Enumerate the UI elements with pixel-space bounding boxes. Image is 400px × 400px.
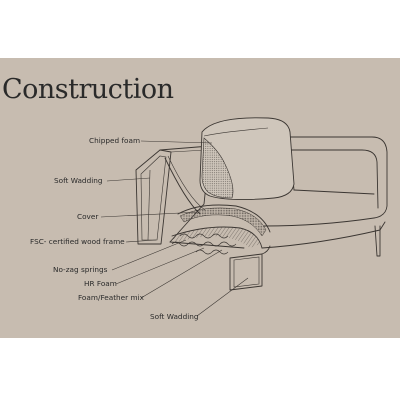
seat-cushion-layers [169,204,271,291]
leader-lines [100,140,249,317]
diagram-background [0,58,400,338]
label-hr-foam: HR Foam [84,279,117,288]
label-soft-wadding-bottom: Soft Wadding [150,312,199,321]
back-cushion [199,117,295,201]
sofa-body [239,136,388,257]
label-fsc-frame: FSC- certified wood frame [30,237,125,246]
label-soft-wadding-top: Soft Wadding [54,176,103,185]
label-cover: Cover [77,212,99,221]
label-no-zag-springs: No-zag springs [53,265,108,274]
label-foam-feather-mix: Foam/Feather mix [78,293,144,302]
diagram-title: Construction [2,74,174,105]
label-chipped-foam: Chipped foam [89,136,141,145]
sofa-construction-illustration [100,117,388,317]
